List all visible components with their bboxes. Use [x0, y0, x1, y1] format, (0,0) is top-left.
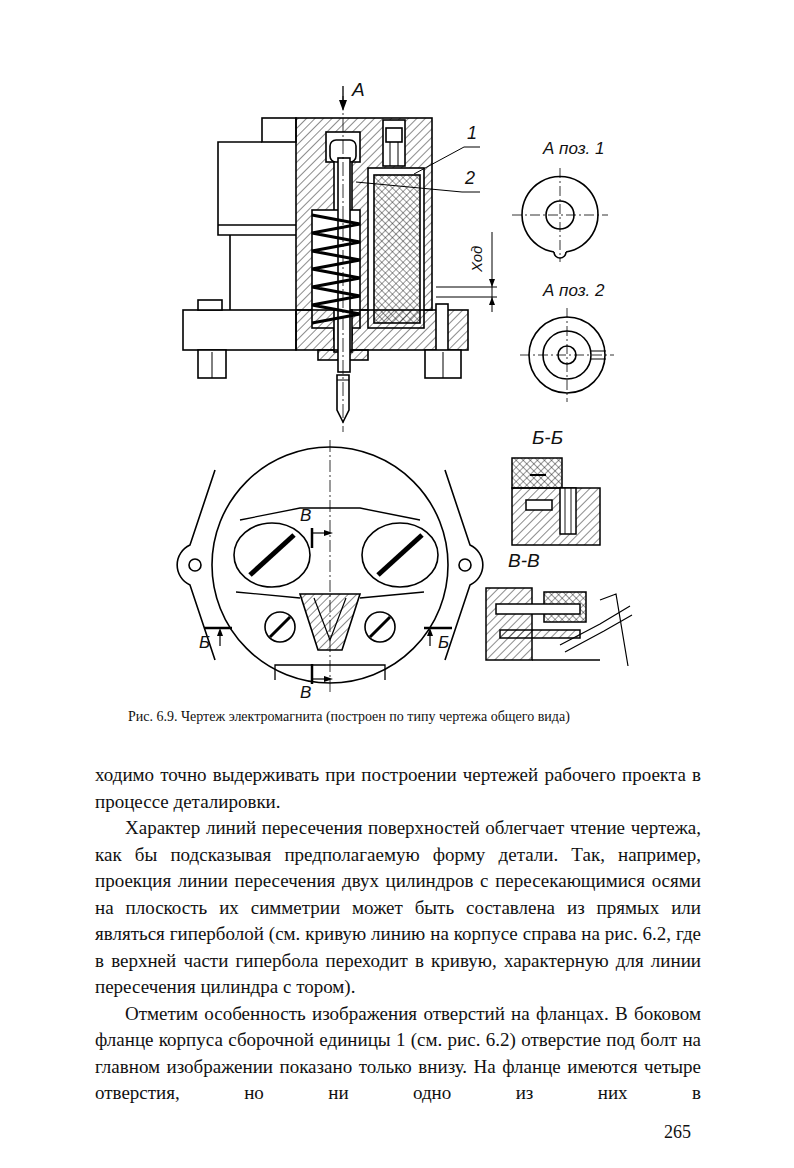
drawing-stroke [378, 535, 422, 575]
drawing-stroke [311, 664, 314, 684]
drawing-stroke [489, 279, 495, 287]
drawing-stroke [212, 352, 213, 378]
drawing-stroke [312, 678, 326, 679]
drawing-stroke [383, 120, 405, 166]
drawing-stroke [512, 168, 608, 262]
body-text: ходимо точно выдерживать при построении … [95, 762, 701, 1145]
drawing-stroke [520, 355, 614, 356]
drawing-stroke [486, 588, 532, 660]
drawing-stroke [324, 530, 333, 536]
drawing-stroke [512, 488, 600, 545]
drawing-stroke [532, 659, 600, 661]
dimension-label: Ход [469, 246, 484, 272]
view-label: А поз. 2 [543, 282, 604, 299]
drawing-stroke [571, 488, 572, 534]
drawing-stroke [443, 352, 444, 378]
drawing-stroke [198, 350, 226, 378]
drawing-stroke [512, 215, 608, 216]
drawing-stroke [337, 380, 349, 381]
drawing-stroke [312, 215, 360, 323]
drawing-stroke [183, 86, 497, 432]
drawing-stroke [343, 96, 344, 432]
drawing-stroke [436, 297, 497, 298]
drawing-stroke [567, 308, 568, 402]
drawing-stroke [512, 458, 562, 488]
drawing-stroke [520, 308, 614, 402]
drawing-stroke [500, 630, 580, 638]
body-paragraph: Характер линий пересечения поверхностей … [95, 815, 701, 1001]
drawing-stroke [183, 310, 296, 350]
drawing-stroke [262, 118, 296, 142]
drawing-stroke [198, 300, 222, 310]
drawing-stroke [362, 523, 438, 587]
drawing-stroke [436, 287, 497, 288]
drawing-stroke [489, 297, 495, 305]
callout-number: 2 [465, 169, 475, 187]
drawing-stroke [204, 627, 232, 630]
body-paragraph: ходимо точно выдерживать при построении … [95, 762, 701, 815]
drawing-stroke [560, 488, 576, 534]
drawing-stroke [424, 627, 452, 630]
drawing-stroke [565, 488, 566, 534]
drawing-stroke [390, 142, 391, 166]
drawing-stroke [526, 500, 552, 510]
drawing-stroke [600, 594, 628, 666]
drawing-stroke [386, 128, 402, 142]
section-label: Б-Б [532, 428, 563, 447]
drawing-stroke [459, 559, 471, 571]
body-paragraph: Отметим особенность изображения отверсти… [95, 1001, 701, 1107]
drawing-stroke [368, 168, 424, 328]
section-mark-letter: В [300, 684, 311, 701]
drawing-stroke [427, 628, 433, 636]
drawing-stroke [370, 617, 390, 637]
drawing-stroke [560, 168, 561, 262]
callout-number: 1 [467, 124, 477, 142]
drawing-stroke [189, 559, 201, 571]
drawing-stroke [270, 617, 290, 637]
view-arrow-letter: А [352, 80, 365, 99]
drawing-stroke [217, 628, 223, 636]
drawing-stroke [265, 612, 295, 642]
drawing-stroke [530, 474, 546, 476]
drawing-stroke [234, 523, 310, 587]
drawing-stroke [312, 532, 326, 533]
drawing-stroke [486, 588, 632, 666]
drawing-stroke [311, 528, 314, 548]
drawing-stroke [445, 470, 483, 660]
drawing-stroke [374, 175, 420, 323]
drawing-stroke [365, 612, 395, 642]
drawing-stroke [250, 535, 294, 575]
drawing-stroke [512, 458, 600, 545]
figure-caption: Рис. 6.9. Чертеж электромагнита (построе… [128, 709, 570, 725]
drawing-stroke [356, 182, 480, 192]
drawing-stroke [177, 470, 215, 660]
drawing-stroke [425, 350, 461, 378]
page-number: 265 [95, 1119, 701, 1146]
drawing-stroke [218, 142, 296, 310]
section-mark-letter: Б [199, 634, 210, 651]
section-mark-letter: Б [438, 634, 449, 651]
drawing-stroke [496, 604, 580, 614]
drawing-stroke [324, 676, 333, 682]
view-label: А поз. 1 [543, 140, 604, 157]
drawing-stroke [177, 440, 483, 695]
drawing-stroke [565, 615, 632, 652]
section-label: В-В [508, 551, 540, 570]
drawing-stroke [398, 142, 399, 166]
drawing-stroke [330, 440, 331, 695]
section-mark-letter: В [300, 507, 311, 524]
